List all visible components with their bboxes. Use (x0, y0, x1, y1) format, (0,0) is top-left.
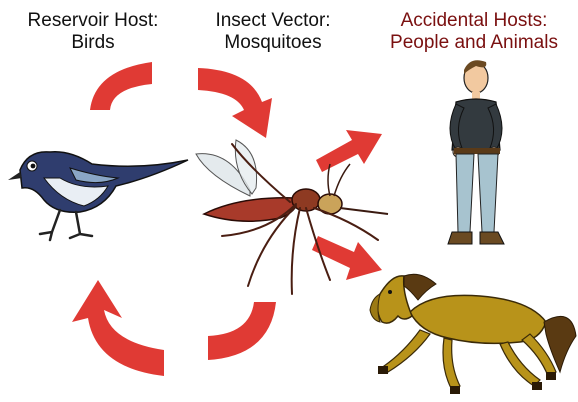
cycle-arrow-bottom-right-icon (208, 302, 276, 360)
bird-icon (8, 152, 188, 240)
cycle-arrow-top-left-icon (90, 62, 152, 110)
horse-icon (370, 274, 576, 394)
cycle-arrow-top-right-icon (198, 68, 272, 138)
cycle-arrow-bottom-left-icon (72, 280, 164, 376)
person-icon (448, 60, 504, 244)
